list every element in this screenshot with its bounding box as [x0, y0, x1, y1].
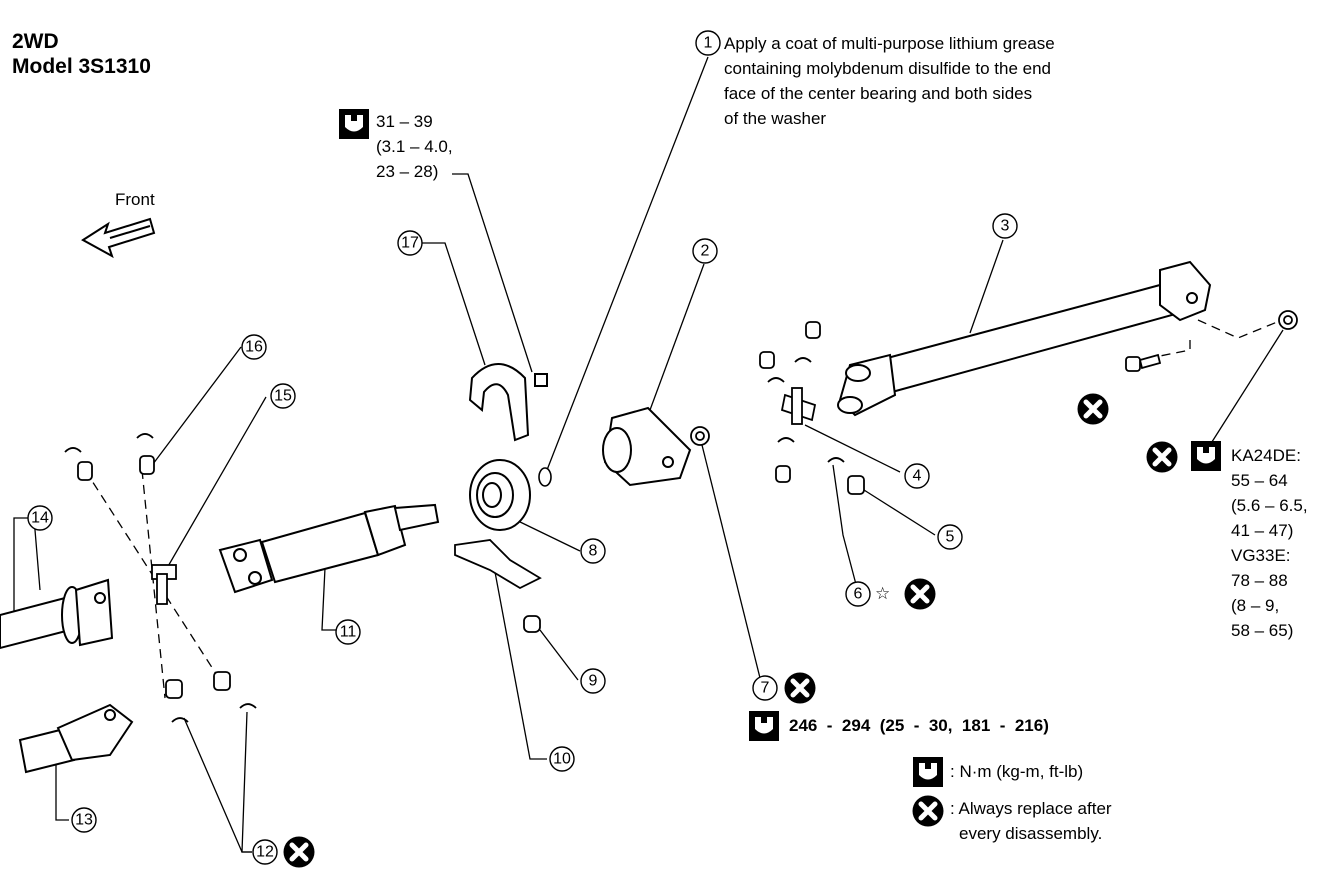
always-replace-icon: [905, 579, 936, 610]
torque-3-line-8: 58 – 65): [1231, 621, 1294, 640]
callout-7-label: 7: [761, 680, 770, 697]
note-1-line-2: containing molybdenum disulfide to the e…: [724, 59, 1051, 78]
callout-6-label: 6: [854, 586, 863, 603]
note-1-line-4: of the washer: [724, 109, 827, 128]
propeller-shaft-rear: [837, 260, 1212, 417]
callout-circles: [27, 30, 1018, 865]
flange-bolt: [1125, 353, 1162, 372]
callout-4: [904, 463, 930, 489]
callout-3: [992, 213, 1018, 239]
callout-3-label: 3: [1001, 218, 1010, 235]
callout-8-label: 8: [589, 543, 598, 560]
callout-13-label: 13: [75, 812, 93, 829]
note-1-line-3: face of the center bearing and both side…: [724, 84, 1033, 103]
callout-10-label: 10: [553, 751, 571, 768]
callout-5-label: 5: [946, 529, 955, 546]
torque-spec-bracket-nut: 31 – 39 (3.1 – 4.0, 23 – 28): [376, 109, 453, 184]
center-bearing-bracket: [468, 363, 548, 442]
torque-3-line-7: (8 – 9,: [1231, 596, 1280, 615]
torque-wrench-icon: [749, 711, 779, 741]
bracket-nut: [523, 615, 541, 633]
sleeve-yoke-lower: [18, 703, 134, 774]
callout-5: [937, 524, 963, 550]
always-replace-icon: [785, 673, 816, 704]
model-label: Model 3S1310: [12, 55, 151, 78]
torque-3-line-2: 55 – 64: [1231, 471, 1288, 490]
torque-3-line-5: VG33E:: [1231, 546, 1291, 565]
callout-7: [752, 675, 778, 701]
alignment-lines: [84, 319, 1283, 699]
sleeve-yoke-front: [0, 578, 114, 650]
callout-4-label: 4: [913, 468, 922, 485]
torque-17-line-1: 31 – 39: [376, 112, 433, 131]
star-icon: ☆: [875, 584, 891, 603]
callout-10: [549, 746, 575, 772]
torque-3-line-4: 41 – 47): [1231, 521, 1294, 540]
lock-nut: [690, 426, 710, 446]
callout-16-label: 16: [245, 339, 263, 356]
leader-lines: [13, 56, 1284, 853]
callout-16: [241, 334, 267, 360]
callout-2-label: 2: [701, 243, 710, 260]
callout-13: [71, 807, 97, 833]
mounting-plate: [454, 539, 542, 590]
center-bearing: [469, 459, 531, 531]
callout-12-label: 12: [256, 844, 274, 861]
callout-6: [845, 581, 871, 607]
torque-wrench-icon: [1191, 441, 1221, 471]
callout-11: [335, 619, 361, 645]
callout-14: [27, 505, 53, 531]
callout-1-label: 1: [704, 35, 713, 52]
flange-nut: [1278, 310, 1298, 330]
torque-17-line-3: 23 – 28): [376, 162, 439, 181]
always-replace-icon: [1078, 394, 1109, 425]
legend-torque-text: : N·m (kg-m, ft-lb): [950, 762, 1084, 781]
callout-15-label: 15: [274, 388, 292, 405]
legend-replace-text-2: every disassembly.: [959, 824, 1103, 843]
always-replace-icon: [284, 837, 315, 868]
torque-wrench-icon: [913, 757, 943, 787]
legend-replace-text-1: : Always replace after: [950, 799, 1112, 818]
callout-numbers: 1 2 3 4 5 6 7 8 9 10 11 12 13 14 15 16 1…: [31, 35, 1009, 861]
callout-15: [270, 383, 296, 409]
note-1-line-1: Apply a coat of multi-purpose lithium gr…: [724, 34, 1055, 53]
callout-17: [397, 230, 423, 256]
always-replace-icon: [1147, 442, 1178, 473]
callout-2: [692, 238, 718, 264]
front-arrow-icon: [81, 217, 156, 259]
note-1-text: Apply a coat of multi-purpose lithium gr…: [724, 31, 1055, 131]
torque-17-line-2: (3.1 – 4.0,: [376, 137, 453, 156]
callout-8: [580, 538, 606, 564]
torque-3-line-3: (5.6 – 6.5,: [1231, 496, 1308, 515]
washer: [538, 467, 552, 487]
callout-1: [695, 30, 721, 56]
torque-wrench-icon: [339, 109, 369, 139]
callout-9-label: 9: [589, 673, 598, 690]
front-label: Front: [115, 190, 155, 209]
journal-spider-front: [64, 433, 257, 723]
callout-9: [580, 668, 606, 694]
torque-spec-lock-nut: 246 - 294 (25 - 30, 181 - 216): [789, 716, 1049, 735]
drive-type-label: 2WD: [12, 30, 59, 53]
always-replace-icon: [913, 796, 944, 827]
callout-12: [252, 839, 278, 865]
torque-3-line-6: 78 – 88: [1231, 571, 1288, 590]
journal-spider-set: [759, 321, 865, 495]
callout-11-label: 11: [340, 624, 357, 641]
torque-3-line-1: KA24DE:: [1231, 446, 1301, 465]
propeller-shaft-front: [218, 503, 440, 594]
callout-17-label: 17: [401, 235, 419, 252]
callout-14-label: 14: [31, 510, 49, 527]
torque-spec-flange-bolt: KA24DE: 55 – 64 (5.6 – 6.5, 41 – 47) VG3…: [1231, 443, 1308, 643]
flange-yoke: [602, 406, 692, 487]
